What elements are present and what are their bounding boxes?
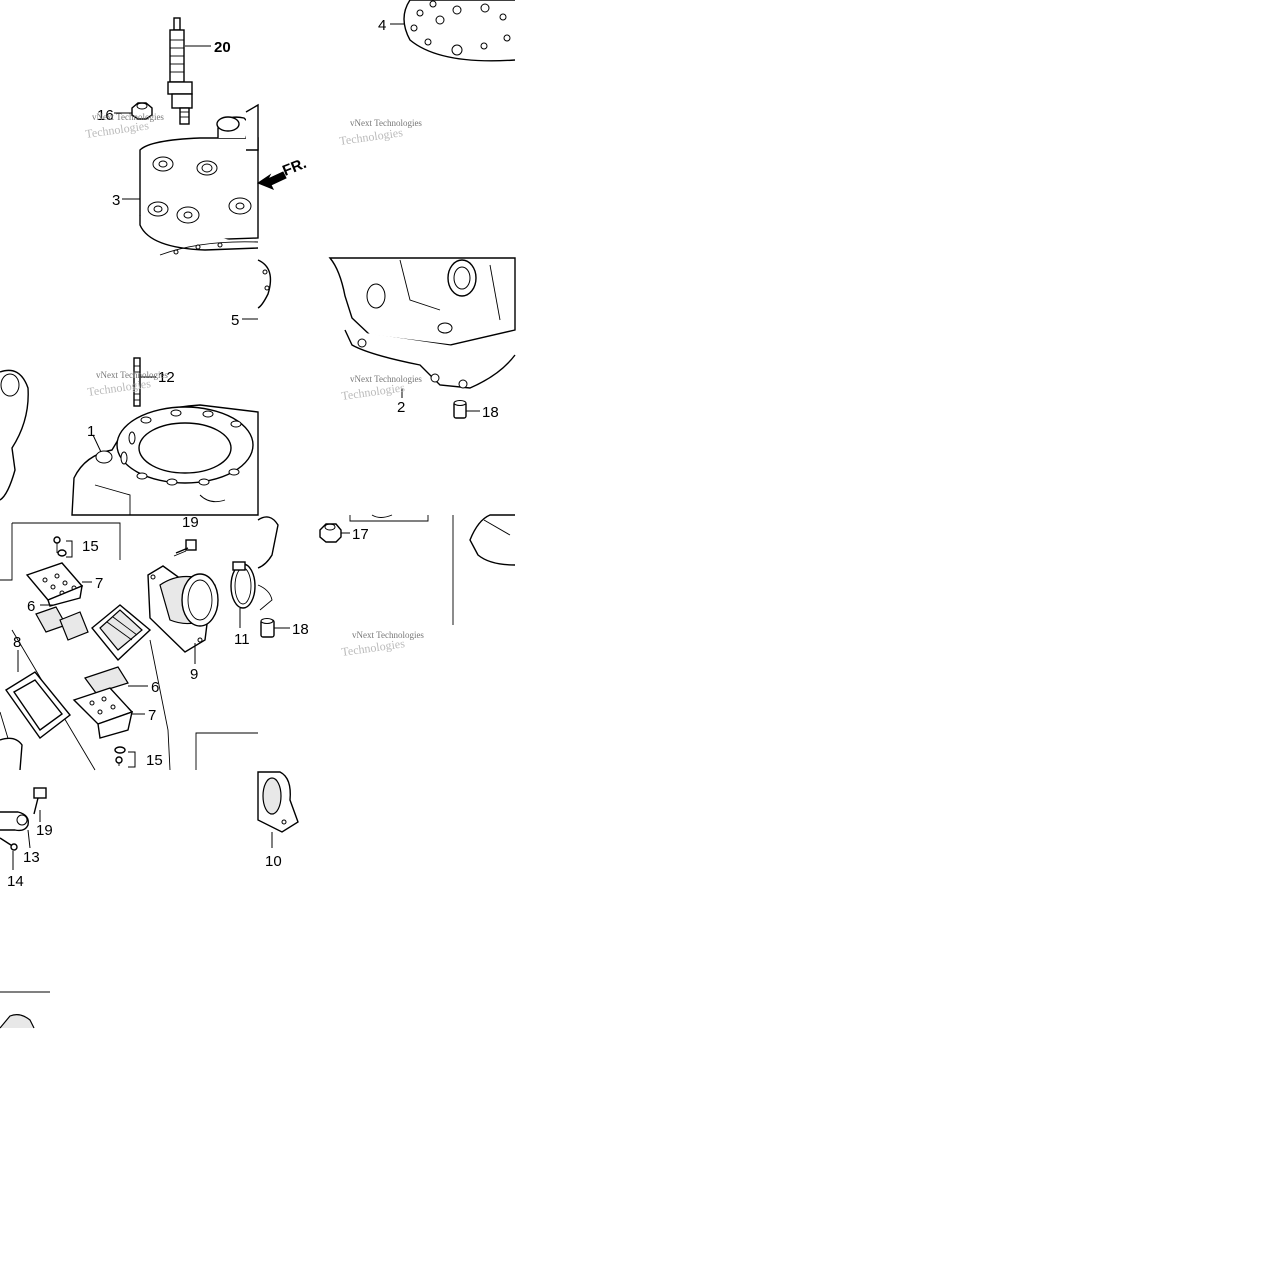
dowel-pin-part (453, 400, 467, 419)
label-reed-valve: 9 (190, 666, 198, 683)
tile-top-right: 4 vNext Technologies Technologies (338, 0, 516, 148)
tile-mid-left: 5 12 (0, 259, 272, 516)
label-band: 11 (234, 631, 250, 648)
watermark-top-left: vNext Technologies (92, 112, 164, 122)
label-reed-bottom: 6 (151, 679, 159, 696)
tile-mid-right: 2 18 vNext Technologies Technologies (328, 257, 516, 421)
nut-part (131, 102, 153, 120)
label-cylinder-head: 3 (112, 192, 120, 209)
watermark-top-right-ghost: Technologies (338, 125, 403, 148)
tile-bottom-strip: 13 14 19 10 (0, 771, 299, 1029)
front-direction-marker: FR. (280, 155, 309, 180)
label-reed-stopper-bottom: 7 (148, 707, 156, 724)
insulator-gasket-part (0, 671, 71, 746)
label-bolt-lower: 19 (36, 822, 53, 839)
label-intake-pipe: 10 (265, 853, 282, 870)
watermark-mid-left: vNext Technologies (96, 370, 168, 380)
stud-bolt-part (133, 357, 141, 407)
clamp-part (0, 811, 29, 832)
label-stud-bolt: 12 (158, 369, 175, 386)
label-dowel-pin-lower: 18 (292, 621, 309, 638)
bolt-lower-part (33, 787, 47, 815)
label-screw-bottom: 15 (146, 752, 163, 769)
label-head-gasket: 4 (378, 17, 386, 34)
intake-pipe-part (257, 771, 299, 833)
nut-lower-part (319, 523, 342, 543)
reed-valve-part (147, 565, 219, 653)
head-gasket-part (403, 0, 516, 62)
cylinder-head-part (139, 103, 259, 251)
front-arrow-icon (256, 171, 287, 190)
dowel-pin-lower-part (260, 618, 275, 638)
crankcase-part (328, 257, 516, 389)
label-insulator-gasket: 8 (13, 634, 21, 651)
cylinder-part (71, 404, 259, 516)
watermark-top-right: vNext Technologies (350, 118, 422, 128)
reed-block-part (91, 604, 152, 662)
label-base-gasket: 2 (397, 399, 405, 416)
tile-top-left: 20 16 3 (84, 17, 309, 256)
watermark-mid-right: vNext Technologies (350, 374, 422, 384)
watermark-lower-right-ghost: Technologies (340, 636, 405, 659)
tile-lower-right: 17 18 vNext Technologies Technologies (257, 514, 516, 659)
label-nut-lower: 17 (352, 526, 369, 543)
label-screw-top: 15 (82, 538, 99, 555)
label-reed-stopper-top: 7 (95, 575, 103, 592)
label-clamp: 13 (23, 849, 40, 866)
reed-stopper-top-part (25, 562, 84, 607)
watermark-lower-right: vNext Technologies (352, 630, 424, 640)
label-dowel-pin: 18 (482, 404, 499, 421)
tile-lower-left: 15 7 6 (0, 514, 258, 771)
reed-top-part (35, 606, 89, 641)
bolt-part (173, 539, 197, 557)
label-bolt: 19 (182, 514, 199, 531)
label-spark-plug: 20 (214, 39, 231, 56)
screw-long-part (0, 837, 18, 851)
spark-plug-part (167, 17, 193, 125)
label-reed-top: 6 (27, 598, 35, 615)
label-cylinder: 1 (87, 423, 95, 440)
reed-bottom-part (84, 666, 129, 694)
label-nut: 16 (97, 107, 114, 124)
reed-stopper-bottom-part (72, 687, 134, 739)
label-screw-long: 14 (7, 873, 24, 890)
label-head-gasket-lower: 5 (231, 312, 239, 329)
band-part (230, 561, 256, 609)
